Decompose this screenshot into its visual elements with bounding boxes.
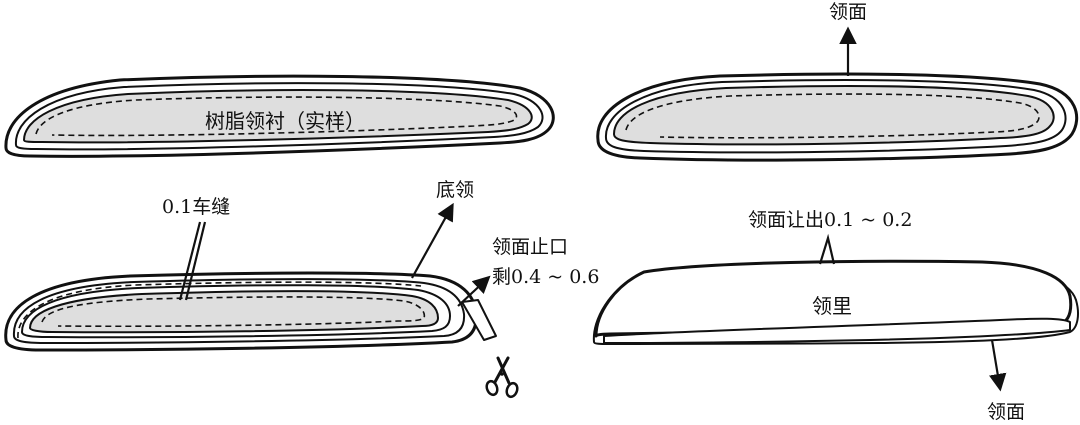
under-collar-label: 底领 bbox=[436, 179, 474, 201]
bottom-collar-arrow bbox=[989, 339, 1007, 392]
collar-lining-panel: 领面让出0.1 ~ 0.2 领里 领面 bbox=[592, 209, 1079, 423]
resin-lining-label: 树脂领衬（实样） bbox=[205, 109, 365, 133]
top-collar-panel: 领面 bbox=[596, 1, 1079, 162]
stitch-leader-second bbox=[184, 221, 207, 301]
trimmed-tail-strip bbox=[461, 299, 497, 341]
stitch-leader bbox=[178, 221, 202, 301]
resin-lining-panel: 树脂领衬（实样） bbox=[4, 74, 555, 158]
scissors-icon bbox=[485, 356, 519, 399]
collar-stop-label-line2: 剩0.4 ~ 0.6 bbox=[492, 266, 599, 288]
collar-stop-arrow bbox=[457, 275, 491, 307]
stitched-collar-panel: 0.1车缝 底领 领面止口 剩0.4 ~ 0.6 bbox=[4, 179, 599, 399]
top-collar-label-bottom: 领面 bbox=[987, 401, 1025, 423]
offset-label: 领面让出0.1 ~ 0.2 bbox=[748, 209, 912, 231]
stitch-label: 0.1车缝 bbox=[162, 196, 230, 218]
resin-stitch-line bbox=[35, 96, 518, 137]
collar-lining-lower-edge bbox=[603, 317, 1071, 344]
top-collar-stitch-line bbox=[625, 93, 1040, 139]
resin-lining-shape bbox=[23, 89, 533, 144]
collar-stop-label-line1: 领面止口 bbox=[492, 236, 568, 258]
stitched-collar-fill bbox=[29, 290, 439, 334]
collar-lining-label: 领里 bbox=[812, 294, 852, 318]
top-collar-label-top: 领面 bbox=[829, 1, 867, 23]
under-collar-arrow bbox=[411, 202, 454, 279]
stitched-outer-stitch bbox=[17, 281, 422, 339]
offset-leader bbox=[818, 233, 836, 265]
stitched-inner-stitch bbox=[41, 296, 426, 328]
top-collar-fill bbox=[613, 85, 1055, 146]
